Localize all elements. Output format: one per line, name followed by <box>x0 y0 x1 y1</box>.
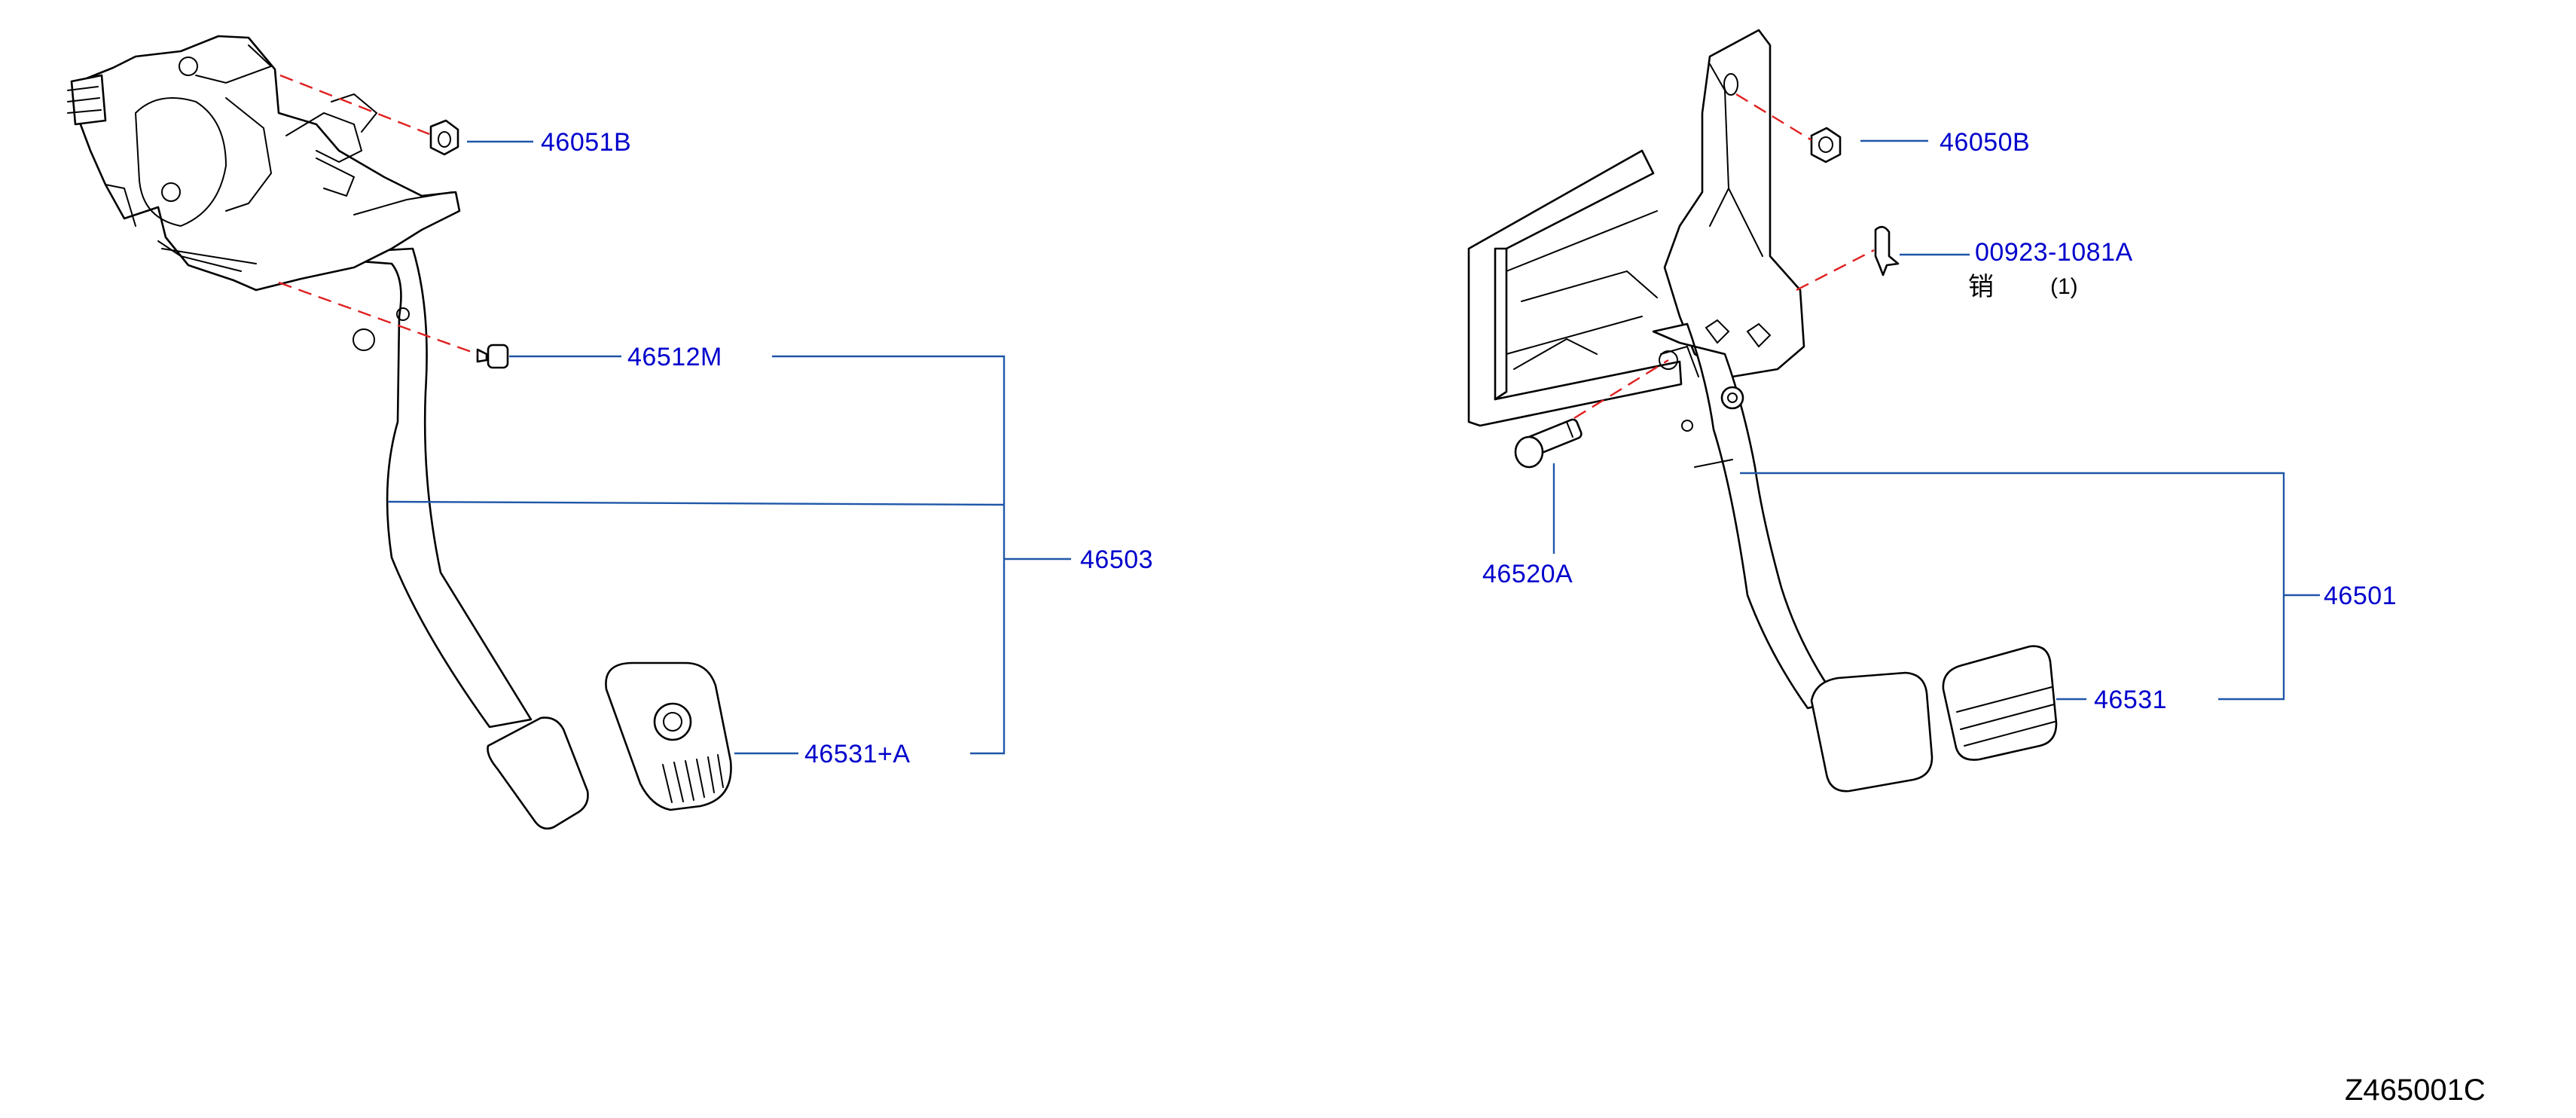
callout-46051B: 46051B <box>541 128 632 157</box>
diagram-code: Z465001C <box>2345 1074 2486 1107</box>
left-pedal-foot <box>487 716 589 830</box>
callout-quantity: (1) <box>2050 274 2078 299</box>
left-hidden-line-pin <box>278 281 478 356</box>
left-pedal-assembly <box>67 35 732 830</box>
callout-00923-1081A: 00923-1081A <box>1975 238 2133 267</box>
right-support-frame <box>1467 149 1683 427</box>
callout-46531: 46531 <box>2094 686 2168 714</box>
callout-46503: 46503 <box>1080 545 1154 574</box>
right-pedal-assembly <box>1467 29 2058 793</box>
callout-46050B: 46050B <box>1940 128 2031 157</box>
callout-note-pin: 销 <box>1968 273 1994 301</box>
left-pedal-arm <box>285 247 533 729</box>
right-pedal-foot <box>1810 671 1934 793</box>
right-hidden-line-clip <box>1796 249 1875 292</box>
right-hidden-line-nut <box>1735 93 1812 142</box>
callout-46531-plus-a: 46531+A <box>804 740 911 768</box>
callout-46512M: 46512M <box>627 343 722 371</box>
left-pedal-pad <box>605 661 732 811</box>
left-nut <box>429 119 459 156</box>
right-nut <box>1810 127 1842 163</box>
callout-46520A: 46520A <box>1482 560 1573 588</box>
right-pedal-arm <box>1652 322 1839 710</box>
callout-46501: 46501 <box>2324 582 2397 610</box>
right-bolt <box>1514 418 1583 469</box>
right-clip <box>1874 225 1900 276</box>
right-hidden-line-bolt <box>1573 359 1669 420</box>
leader-lines <box>387 139 2320 755</box>
right-pedal-pad <box>1942 645 2058 761</box>
left-clevis-pin <box>476 344 509 369</box>
left-bracket <box>74 35 461 292</box>
left-hidden-line-nut <box>279 74 430 136</box>
